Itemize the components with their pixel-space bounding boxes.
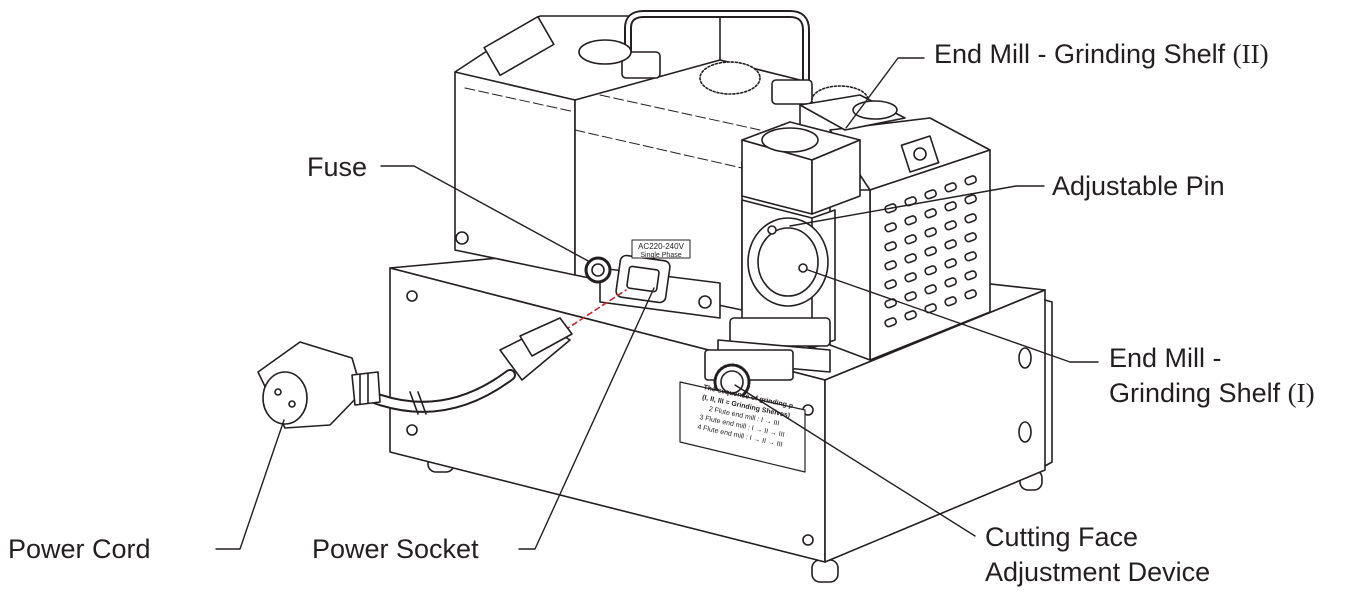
label-end-mill-ii-text: End Mill - Grinding Shelf [934,39,1233,69]
vent-hole [924,265,937,276]
label-adjustable-pin: Adjustable Pin [1052,171,1225,201]
vent-holes [884,175,977,328]
label-end-mill-i-numeral: (I) [1287,378,1315,408]
vent-hole [924,189,937,200]
vent-hole [884,222,897,233]
vent-hole [964,232,977,243]
vent-hole [884,317,897,328]
power-cord [257,317,573,429]
label-cutting-face-line1: Cutting Face [985,522,1139,552]
label-fuse: Fuse [307,152,368,182]
socket-plate-phase: Single Phase [640,252,681,259]
label-end-mill-i-line2: Grinding Shelf (I) [1109,377,1315,409]
grinding-shelf-ii [741,94,906,215]
vent-hole [904,253,917,264]
vent-hole [944,239,957,250]
vent-hole [964,251,977,262]
power-socket-assembly: AC220-240V Single Phase [584,239,721,319]
vent-hole [924,227,937,238]
vent-hole [944,201,957,212]
vent-hole [944,182,957,193]
vent-hole [944,220,957,231]
leader-fuse [380,165,591,263]
vent-hole [904,310,917,321]
vent-hole [924,208,937,219]
leader-cutting-face [734,384,976,537]
carry-handle [621,10,813,105]
vent-hole [884,260,897,271]
label-end-mill-i-text: Grinding Shelf [1109,378,1288,408]
vent-hole [904,215,917,226]
leader-power-socket [518,287,655,550]
label-end-mill-i-line1: End Mill - [1109,343,1222,373]
vent-hole [884,279,897,290]
socket-plate-voltage: AC220-240V [638,242,684,251]
vent-hole [944,258,957,269]
cord-alignment-line [564,289,627,331]
vent-hole [964,194,977,205]
vent-hole [964,213,977,224]
vent-hole [944,296,957,307]
leader-adjustable-pin [789,185,1045,227]
vent-hole [884,241,897,252]
label-power-cord: Power Cord [8,534,151,564]
label-cutting-face-line2: Adjustment Device [985,557,1211,587]
vent-hole [964,289,977,300]
grinding-shelf-i [717,199,836,373]
vent-hole [924,303,937,314]
vent-hole [964,270,977,281]
leader-lines [215,57,1099,550]
vent-hole [904,291,917,302]
vent-hole [944,277,957,288]
vent-hole [924,284,937,295]
label-end-mill-ii-numeral: (II) [1232,39,1269,69]
label-power-socket: Power Socket [312,534,479,564]
leader-end-mill-ii [845,57,925,129]
vent-hole [964,175,977,186]
vent-hole [904,272,917,283]
vent-hole [924,246,937,257]
cutting-face-knob [704,349,794,401]
leader-end-mill-i [807,269,1099,363]
leader-power-cord [215,419,285,550]
label-end-mill-grinding-shelf-ii: End Mill - Grinding Shelf (II) [934,38,1269,70]
vent-hole [904,234,917,245]
